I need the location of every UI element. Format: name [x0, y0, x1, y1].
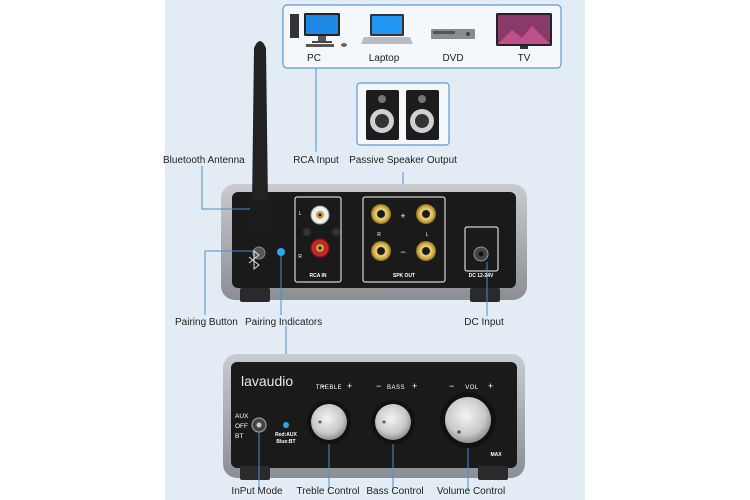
sources-box: [282, 4, 562, 69]
led-blue-legend: Blue:BT: [276, 439, 295, 445]
dvd-player-icon: [431, 29, 475, 39]
pairing-button-line: [204, 250, 253, 315]
rca-left-mark: L: [299, 211, 302, 217]
mode-bt: BT: [235, 433, 243, 440]
bass-minus: −: [376, 381, 381, 391]
treble-label: TREBLE: [316, 385, 342, 391]
label-bluetooth-antenna: Bluetooth Antenna: [163, 155, 245, 166]
led-red-legend: Red:AUX: [275, 432, 297, 438]
label-passive-speaker-output: Passive Speaker Output: [349, 155, 457, 166]
speaker-icon: [366, 90, 399, 140]
vol-plus: +: [488, 381, 493, 391]
brand-logo: lavaudio: [241, 373, 293, 389]
label-volume-control: Volume Control: [436, 486, 506, 497]
mode-aux: AUX: [235, 413, 249, 420]
max-label: MAX: [490, 452, 502, 458]
bluetooth-icon: [248, 249, 260, 271]
laptop-icon: [361, 14, 413, 44]
rca-in-text: RCA IN: [309, 273, 326, 279]
front-amplifier: [223, 354, 525, 480]
source-label-tv: TV: [517, 53, 531, 64]
vol-label: VOL: [465, 385, 479, 391]
bluetooth-antenna: [248, 41, 272, 230]
dc-text: DC 12-24V: [469, 273, 494, 279]
treble-plus: +: [347, 381, 352, 391]
mode-off: OFF: [235, 423, 248, 430]
label-rca-input: RCA Input: [293, 155, 339, 166]
spk-out-text: SPK OUT: [393, 273, 415, 279]
label-dc-input: DC Input: [464, 317, 504, 328]
source-label-dvd: DVD: [442, 53, 464, 64]
rear-amplifier: [221, 184, 527, 302]
desktop-pc-icon: [290, 13, 347, 47]
spk-plus-mark: +: [400, 211, 405, 221]
label-pairing-indicators: Pairing Indicators: [245, 317, 323, 328]
treble-minus: −: [321, 381, 326, 391]
label-pairing-button: Pairing Button: [175, 317, 238, 328]
spk-right-mark: R: [377, 232, 381, 238]
speaker-icon: [406, 90, 439, 140]
bass-label: BASS: [387, 385, 405, 391]
label-treble-control: Treble Control: [296, 486, 360, 497]
label-bass-control: Bass Control: [366, 486, 424, 497]
bass-plus: +: [412, 381, 417, 391]
antenna-line: [201, 166, 250, 210]
rca-right-mark: R: [298, 254, 302, 260]
source-label-pc: PC: [307, 53, 321, 64]
spk-minus-mark: −: [400, 247, 405, 257]
source-label-laptop: Laptop: [368, 53, 400, 64]
tv-icon: [496, 13, 552, 49]
spk-left-mark: L: [426, 232, 429, 238]
vol-minus: −: [449, 381, 454, 391]
label-input-mode: InPut Mode: [231, 486, 283, 497]
